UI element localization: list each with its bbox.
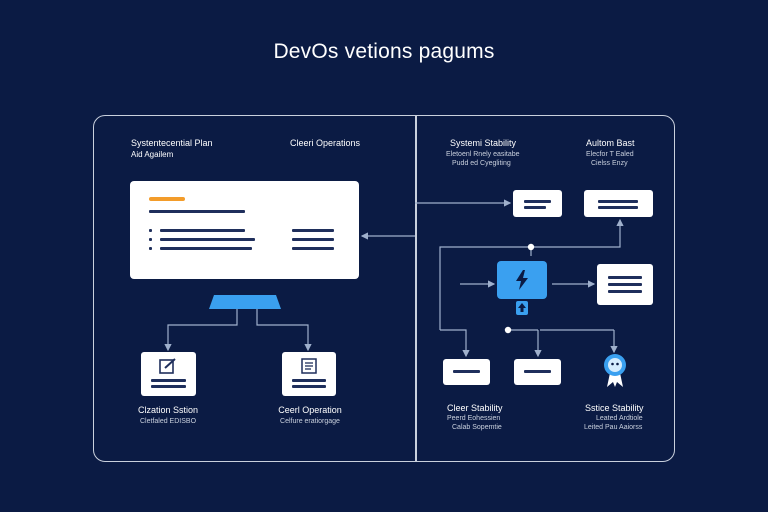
left-heading-1: Systentecential Plan [131, 138, 213, 148]
dashboard-line [292, 238, 334, 241]
bottom-1-line-2: Calab Sopemtie [452, 424, 502, 431]
dashboard-line [292, 229, 334, 232]
award-badge-icon [604, 354, 626, 387]
left-heading-1-sub: Aid Agailem [131, 150, 174, 159]
card-line [608, 276, 642, 279]
status-card-1 [513, 190, 562, 217]
upload-arrow-icon [516, 301, 528, 315]
dashboard-line [160, 238, 255, 241]
card-line [453, 370, 480, 373]
node-2-sub: Celfure eratiorgage [280, 418, 340, 425]
dashboard-line [160, 247, 252, 250]
node-1-sub: Cletfaled EDISBO [139, 418, 197, 425]
diagram-frame [93, 115, 675, 462]
monitor-stand [209, 295, 281, 309]
bullet-dot [149, 238, 152, 241]
card-line [524, 370, 551, 373]
node-1-title: Clzation Sstion [137, 405, 199, 415]
node-line [292, 385, 326, 388]
node-card-1 [141, 352, 196, 396]
dashboard-line [160, 229, 245, 232]
card-line [608, 290, 642, 293]
status-card-2 [584, 190, 653, 217]
diagram-title: DevOs vetions pagums [273, 40, 495, 63]
lightning-bolt-icon [516, 270, 528, 290]
hub-node [497, 261, 547, 299]
right-heading-2-line-2: Cielss Enzy [591, 160, 628, 167]
document-icon [301, 358, 317, 374]
node-2-title: Ceerl Operation [278, 405, 342, 415]
bullet-dot [149, 229, 152, 232]
bullet-dot [149, 247, 152, 250]
bottom-1-line-1: Peerd Eohessien [447, 415, 501, 422]
card-line [598, 200, 638, 203]
dashboard-line [292, 247, 334, 250]
panel-divider [415, 115, 417, 462]
bottom-1-title: Cleer Stability [447, 403, 503, 413]
card-line [524, 200, 551, 203]
edit-pencil-icon [159, 358, 176, 374]
right-heading-2: Aultom Bast [586, 138, 635, 148]
bottom-card-1 [443, 359, 490, 385]
dashboard-card [130, 181, 359, 279]
node-card-2 [282, 352, 336, 396]
bottom-2-line-1: Leated Ardtiole [596, 415, 643, 422]
node-line [151, 385, 186, 388]
right-heading-1: Systemi Stability [450, 138, 517, 148]
card-line [524, 206, 546, 209]
card-line [598, 206, 638, 209]
left-heading-2: Cleeri Operations [290, 138, 361, 148]
node-line [151, 379, 186, 382]
node-line [292, 379, 326, 382]
dashboard-line [149, 210, 245, 213]
output-card [597, 264, 653, 305]
bottom-card-2 [514, 359, 561, 385]
dashboard-accent-bar [149, 197, 185, 201]
right-heading-2-line-1: Elecfor T Ealed [586, 151, 634, 158]
right-heading-1-line-1: Eletoenl Rnely easitabe [446, 151, 520, 158]
bottom-2-title: Sstice Stability [585, 403, 644, 413]
bottom-2-line-2: Leited Pau Aaiorss [584, 424, 643, 431]
right-heading-1-line-2: Pudd ed Cyegliting [452, 160, 511, 167]
card-line [608, 283, 642, 286]
